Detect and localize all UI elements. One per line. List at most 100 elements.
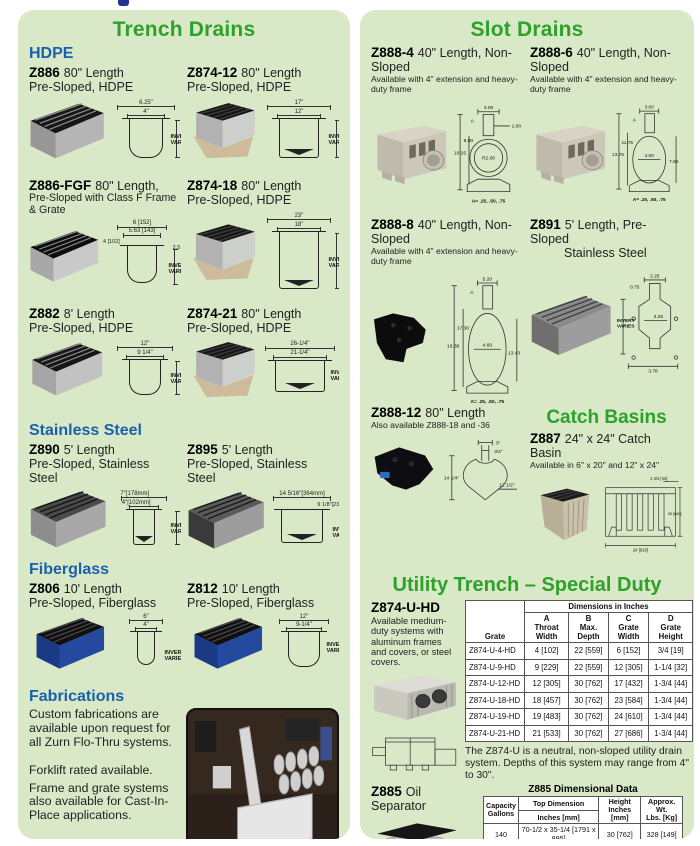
product-photo xyxy=(530,291,614,357)
cell: 140 xyxy=(483,823,519,839)
column-header: Grate xyxy=(465,600,525,643)
svg-text:A: A xyxy=(470,290,474,296)
product-code: Z874-U-HD xyxy=(371,600,441,615)
invert-label: INVERT xyxy=(170,523,181,530)
product-code: Z890 xyxy=(29,442,60,457)
product-code: Z895 xyxy=(187,442,218,457)
svg-text:A: A xyxy=(633,118,637,124)
invert-label: INVERT xyxy=(170,134,181,141)
svg-text:R2.00: R2.00 xyxy=(482,156,495,162)
product-description: Pre-Sloped, Stainless Steel xyxy=(187,457,308,486)
svg-text:1 3/4 [44]: 1 3/4 [44] xyxy=(650,476,667,481)
product-description: Pre-Sloped with Class F Frame & Grate xyxy=(29,192,177,216)
cell: Z874-U-9-HD xyxy=(465,658,525,676)
dim-label: 6.25" xyxy=(139,99,153,106)
invert-label: INVERT xyxy=(170,373,181,380)
svg-text:12 1/2": 12 1/2" xyxy=(499,482,514,488)
svg-text:4.00: 4.00 xyxy=(645,153,655,159)
svg-text:1.00: 1.00 xyxy=(512,124,522,130)
product-code: Z882 xyxy=(29,306,60,321)
dim-label: 9 1/4" xyxy=(137,349,153,356)
invert-label: VARIES xyxy=(170,529,181,536)
cell: 30 [762] xyxy=(568,691,609,709)
invert-label: INVERT xyxy=(328,134,339,141)
column-header: Top Dimension xyxy=(517,796,600,811)
svg-text:10.25: 10.25 xyxy=(454,150,466,156)
product-length: 10' Length xyxy=(221,582,280,596)
dim-label: 14 5/16"[364mm] xyxy=(279,490,325,497)
product-length: 80" Length xyxy=(241,179,302,193)
product-photo xyxy=(29,339,107,397)
section-heading-stainless: Stainless Steel xyxy=(29,422,142,439)
cell: 17 [432] xyxy=(607,675,650,693)
svg-text:3/4": 3/4" xyxy=(494,449,503,455)
svg-text:3.00: 3.00 xyxy=(484,105,494,111)
dim-label: 9 1/8"[232mm] xyxy=(317,502,339,509)
cell: Z874-U-19-HD xyxy=(465,708,525,726)
product-length: 80" Length, xyxy=(95,179,159,193)
cell: 30 [762] xyxy=(598,823,642,839)
cell: 24 [610] xyxy=(607,708,650,726)
product-availability: Available with 4" extension and heavy-du… xyxy=(371,74,518,94)
svg-text:11.75: 11.75 xyxy=(622,140,634,146)
dim-label: 2.5 [64] xyxy=(172,244,181,251)
cell: 22 [559] xyxy=(568,642,609,660)
product-code: Z888-12 xyxy=(371,405,422,420)
product-code: Z885 xyxy=(371,784,402,800)
svg-text:5.20: 5.20 xyxy=(483,276,493,282)
product-photo xyxy=(29,487,109,549)
dim-label: 6 [152] xyxy=(132,220,152,227)
invert-label: VARIES xyxy=(168,268,181,275)
product-length: 40" Length, Non-Sloped xyxy=(371,46,512,75)
product-length: 80" Length xyxy=(241,66,302,80)
column-header: Approx. Wt.Lbs. [Kg] xyxy=(640,796,683,825)
product-description: Pre-Sloped, HDPE xyxy=(187,321,292,336)
invert-label: VARIES xyxy=(170,379,181,386)
product-code: Z874-21 xyxy=(187,306,238,321)
cell: 21 [533] xyxy=(523,724,570,742)
trench-drains-title: Trench Drains xyxy=(112,18,256,41)
invert-label: VARIES xyxy=(328,263,339,270)
product-code: Z812 xyxy=(187,581,218,596)
svg-text:0.75: 0.75 xyxy=(630,285,640,291)
cell: 9 [229] xyxy=(523,658,570,676)
dim-label: 23" xyxy=(294,212,304,219)
product-photo xyxy=(187,487,267,551)
product-code: Z886-FGF xyxy=(29,178,92,193)
dim-label: 4 [102] xyxy=(103,238,120,245)
fabrications-paragraph: Forklift rated available. xyxy=(29,762,153,777)
invert-label: VARIES xyxy=(328,140,339,147)
svg-text:A= .25, .50, .75: A= .25, .50, .75 xyxy=(470,399,504,405)
section-heading-hdpe: HDPE xyxy=(29,45,74,62)
product-code: Z806 xyxy=(29,581,60,596)
svg-text:17.30: 17.30 xyxy=(457,326,470,332)
product-photo xyxy=(187,214,261,288)
cell: 4 [102] xyxy=(523,642,570,660)
product-photo xyxy=(29,225,101,285)
dim-label: 12" xyxy=(299,613,309,620)
utility-trench-title: Utility Trench – Special Duty xyxy=(392,574,662,596)
fabrications-paragraph: Custom fabrications are available upon r… xyxy=(29,707,172,749)
utility-line-drawing xyxy=(372,737,457,771)
product-photo xyxy=(371,310,445,376)
product-description: Available medium-duty systems with alumi… xyxy=(371,616,452,668)
product-description: Pre-Sloped, HDPE xyxy=(187,80,292,95)
fabrication-shop-photo xyxy=(186,708,339,839)
invert-label: VARIES xyxy=(330,375,339,382)
